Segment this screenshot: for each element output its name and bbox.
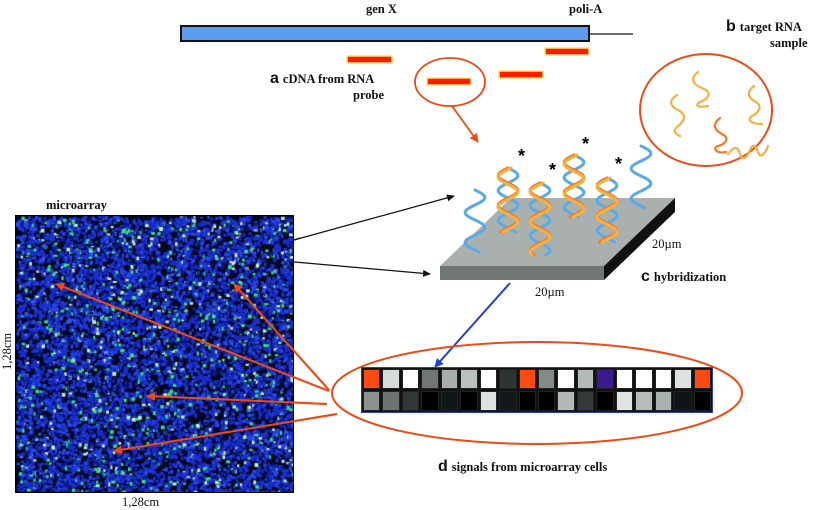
signal-cell bbox=[596, 391, 614, 411]
asterisk-4: * bbox=[615, 154, 622, 174]
slide-width-label: 20µm bbox=[535, 285, 565, 299]
poly-a-label: poli-A bbox=[569, 2, 603, 16]
signal-cell bbox=[615, 391, 634, 411]
probe-callout-arrow bbox=[451, 105, 479, 143]
signal-cell bbox=[440, 391, 459, 411]
signal-cell bbox=[557, 391, 575, 411]
asterisk-3: * bbox=[582, 134, 589, 154]
rna-strand bbox=[670, 93, 686, 138]
label-a-text-line1: cDNA from RNA bbox=[282, 72, 375, 86]
signal-cell bbox=[499, 369, 517, 389]
label-b-line2: sample bbox=[770, 36, 808, 50]
gene-label: gen X bbox=[366, 2, 397, 16]
label-d-text: signals from microarray cells bbox=[451, 460, 608, 474]
signal-cell bbox=[596, 369, 614, 389]
slide-depth-label: 20µm bbox=[652, 237, 682, 251]
label-a-line2: probe bbox=[353, 88, 385, 102]
signal-cell bbox=[479, 391, 498, 411]
dna-probe-strand bbox=[463, 188, 487, 254]
hybrid-strand bbox=[595, 176, 619, 244]
label-c-letter: c bbox=[641, 268, 650, 285]
slide-side bbox=[604, 198, 675, 280]
hybrid-strand bbox=[595, 176, 619, 244]
signal-cell bbox=[401, 369, 420, 389]
signal-cell bbox=[693, 391, 711, 411]
chip-width-label: 1,28cm bbox=[122, 495, 160, 509]
signal-cell bbox=[538, 391, 556, 411]
signal-cell bbox=[576, 369, 595, 389]
signal-cell bbox=[421, 391, 439, 411]
zoom-arrow-lower bbox=[271, 259, 431, 277]
signal-cell bbox=[460, 391, 478, 411]
signal-cell bbox=[518, 369, 536, 389]
signal-cell bbox=[576, 391, 595, 411]
signal-cell bbox=[479, 369, 498, 389]
signal-cell bbox=[654, 369, 673, 389]
asterisk-2: * bbox=[549, 160, 556, 180]
probe-3 bbox=[498, 70, 544, 79]
label-b-text-line1: target RNA bbox=[739, 20, 802, 34]
label-c-text: hybridization bbox=[653, 270, 727, 284]
probe-callout-circle bbox=[414, 57, 486, 107]
rna-strand bbox=[692, 70, 710, 108]
rna-strands bbox=[670, 70, 770, 160]
signal-arrow bbox=[434, 282, 511, 368]
probe-1 bbox=[346, 55, 393, 64]
hybrid-strand bbox=[496, 166, 520, 234]
signal-cell bbox=[421, 369, 439, 389]
label-a-letter: a bbox=[270, 70, 279, 87]
slide-front bbox=[440, 266, 604, 280]
signal-cell bbox=[382, 391, 400, 411]
gene-x-bar bbox=[180, 25, 590, 42]
microarray-image bbox=[15, 215, 294, 493]
helices bbox=[463, 144, 653, 257]
rna-strand bbox=[726, 144, 770, 160]
signal-cell bbox=[635, 369, 653, 389]
signal-cell bbox=[674, 391, 692, 411]
signal-cell bbox=[538, 369, 556, 389]
probe-2 bbox=[544, 47, 590, 56]
signal-cell bbox=[693, 369, 711, 389]
chip-height-label: 1,28cm bbox=[0, 332, 14, 370]
dna-probe-strand bbox=[629, 144, 653, 210]
rna-strand bbox=[713, 116, 728, 154]
signal-cell bbox=[440, 369, 459, 389]
rna-strand bbox=[747, 84, 764, 126]
signal-cell bbox=[460, 369, 478, 389]
label-d-letter: d bbox=[438, 458, 448, 475]
label-b-letter: b bbox=[726, 18, 736, 35]
hybrid-strand bbox=[562, 153, 586, 219]
microarray-texture bbox=[16, 216, 293, 492]
hybrid-strand bbox=[496, 166, 520, 234]
signal-cell bbox=[674, 369, 692, 389]
asterisk-1: * bbox=[518, 146, 525, 166]
signal-cell bbox=[557, 369, 575, 389]
hybrid-strand bbox=[528, 181, 552, 257]
signal-cell bbox=[382, 369, 400, 389]
signal-cell bbox=[363, 369, 381, 389]
signal-cell bbox=[518, 391, 536, 411]
signal-cell bbox=[635, 391, 653, 411]
zoom-arrow-upper bbox=[293, 194, 455, 241]
signals-callout-ellipse bbox=[331, 341, 743, 445]
signal-grid bbox=[361, 367, 713, 413]
cdna-probes bbox=[346, 47, 590, 86]
microarray-title: microarray bbox=[46, 198, 107, 212]
probe-circled bbox=[426, 77, 472, 86]
signal-cell bbox=[654, 391, 673, 411]
signal-cell bbox=[615, 369, 634, 389]
hybridization-slide bbox=[440, 198, 675, 280]
target-rna-circle bbox=[639, 53, 773, 167]
signal-cell bbox=[363, 391, 381, 411]
signal-cell bbox=[499, 391, 517, 411]
signal-cell bbox=[401, 391, 420, 411]
